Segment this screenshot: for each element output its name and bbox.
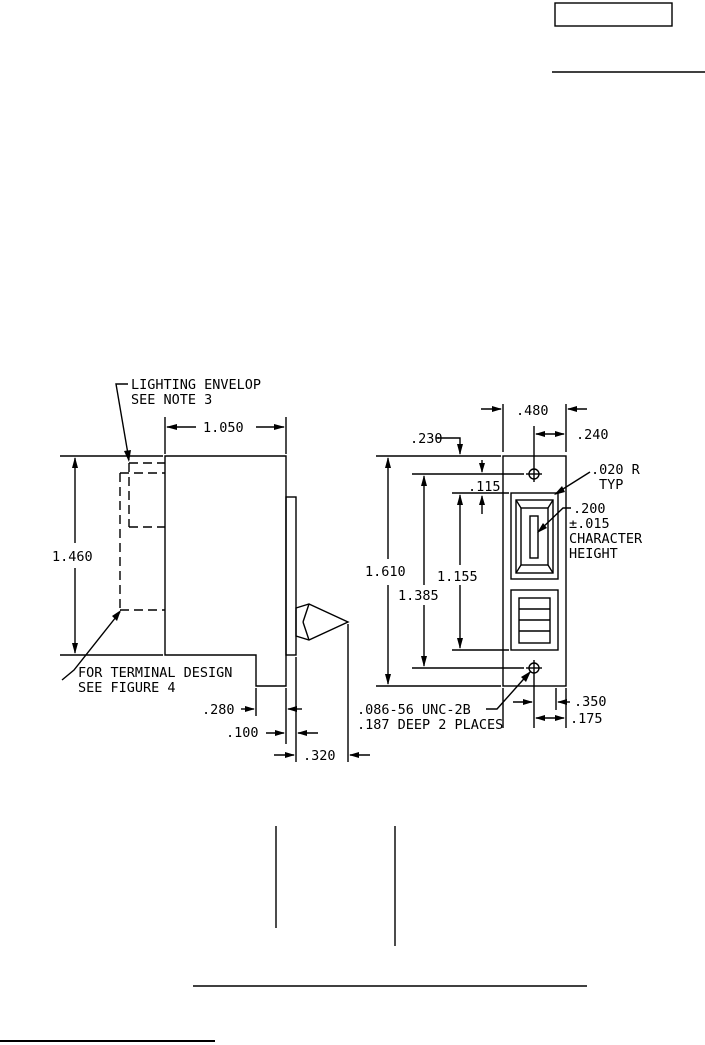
dim-front-half-width: .240 (576, 427, 609, 443)
side-lever (295, 603, 350, 641)
arrowhead (421, 475, 427, 486)
lever-edge-2 (302, 621, 310, 641)
front-view: .480 .240 1.610 1.385 1.155 (357, 403, 643, 733)
radius-note-line-2: TYP (599, 477, 623, 493)
char-leader (537, 507, 571, 533)
lighting-note-line-1: LIGHTING ENVELOP (131, 377, 261, 393)
header-box (554, 2, 673, 27)
dim-front-top: .230 (410, 431, 443, 447)
arrowhead (457, 638, 463, 649)
dim-hole-offset: .115 (468, 479, 501, 495)
arrowhead (479, 463, 485, 473)
arrowhead (457, 494, 463, 505)
bevel (515, 499, 522, 509)
front-bezel (510, 492, 559, 580)
thread-note-line-1: .086-56 UNC-2B (357, 702, 471, 718)
arrowhead (285, 752, 295, 758)
terminal-note-line-2: SEE FIGURE 4 (78, 680, 176, 696)
lighting-note-line-2: SEE NOTE 3 (131, 392, 212, 408)
arrowhead (492, 406, 502, 412)
dim-step: .280 (202, 702, 235, 718)
char-note-line-2: ±.015 (569, 516, 610, 532)
bevel (547, 499, 554, 509)
arrowhead (567, 406, 577, 412)
front-plate (502, 455, 567, 687)
char-note-line-1: .200 (573, 501, 606, 517)
side-body (164, 455, 287, 687)
side-plate (285, 496, 297, 656)
arrowhead (72, 457, 78, 468)
arrowhead (457, 444, 463, 455)
arrowhead (523, 699, 533, 705)
side-view: 1.460 1.050 LIGHTING ENVELOP SEE NOTE 3 … (52, 377, 370, 764)
arrowhead (124, 450, 131, 462)
lighting-leader (115, 383, 130, 461)
dim-front-height: 1.610 (365, 564, 406, 580)
dim-lever: .320 (303, 748, 336, 764)
character-glyph (529, 515, 539, 559)
arrowhead (557, 699, 567, 705)
arrowhead (274, 424, 285, 430)
char-note-line-4: HEIGHT (569, 546, 618, 562)
front-window (515, 499, 554, 574)
arrowhead (555, 715, 565, 721)
arrowhead (555, 431, 565, 437)
arrowhead (479, 495, 485, 505)
front-switch-area (510, 589, 559, 651)
bevel (547, 564, 554, 574)
dim-window: 1.155 (437, 569, 478, 585)
arrowhead (287, 706, 297, 712)
arrowhead (385, 674, 391, 685)
arrowhead (421, 656, 427, 667)
terminal-leader (61, 611, 121, 681)
arrowhead (72, 643, 78, 654)
arrowhead (112, 610, 121, 621)
arrowhead (554, 486, 565, 495)
arrowhead (535, 715, 545, 721)
arrowhead (385, 457, 391, 468)
arrowhead (535, 431, 545, 437)
dim-175: .175 (570, 711, 603, 727)
dim-front-width: .480 (516, 403, 549, 419)
arrowhead (275, 730, 285, 736)
dim-side-width: 1.050 (203, 420, 244, 436)
lever-edge (302, 603, 310, 623)
thread-leader (486, 671, 531, 710)
front-window-inner (520, 507, 549, 566)
dim-side-height: 1.460 (52, 549, 93, 565)
thread-note-line-2: .187 DEEP 2 PLACES (357, 717, 503, 733)
char-note-line-3: CHARACTER (569, 531, 643, 547)
arrowhead (349, 752, 359, 758)
dim-holes-span: 1.385 (398, 588, 439, 604)
arrowhead (245, 706, 255, 712)
arrowhead (521, 671, 531, 682)
terminal-note-line-1: FOR TERMINAL DESIGN (78, 665, 232, 681)
bevel (515, 564, 522, 574)
radius-note-line-1: .020 R (591, 462, 641, 478)
dim-350: .350 (574, 694, 607, 710)
arrowhead (297, 730, 307, 736)
dim-plate: .100 (226, 725, 259, 741)
arrowhead (166, 424, 177, 430)
arrowhead (537, 523, 547, 533)
